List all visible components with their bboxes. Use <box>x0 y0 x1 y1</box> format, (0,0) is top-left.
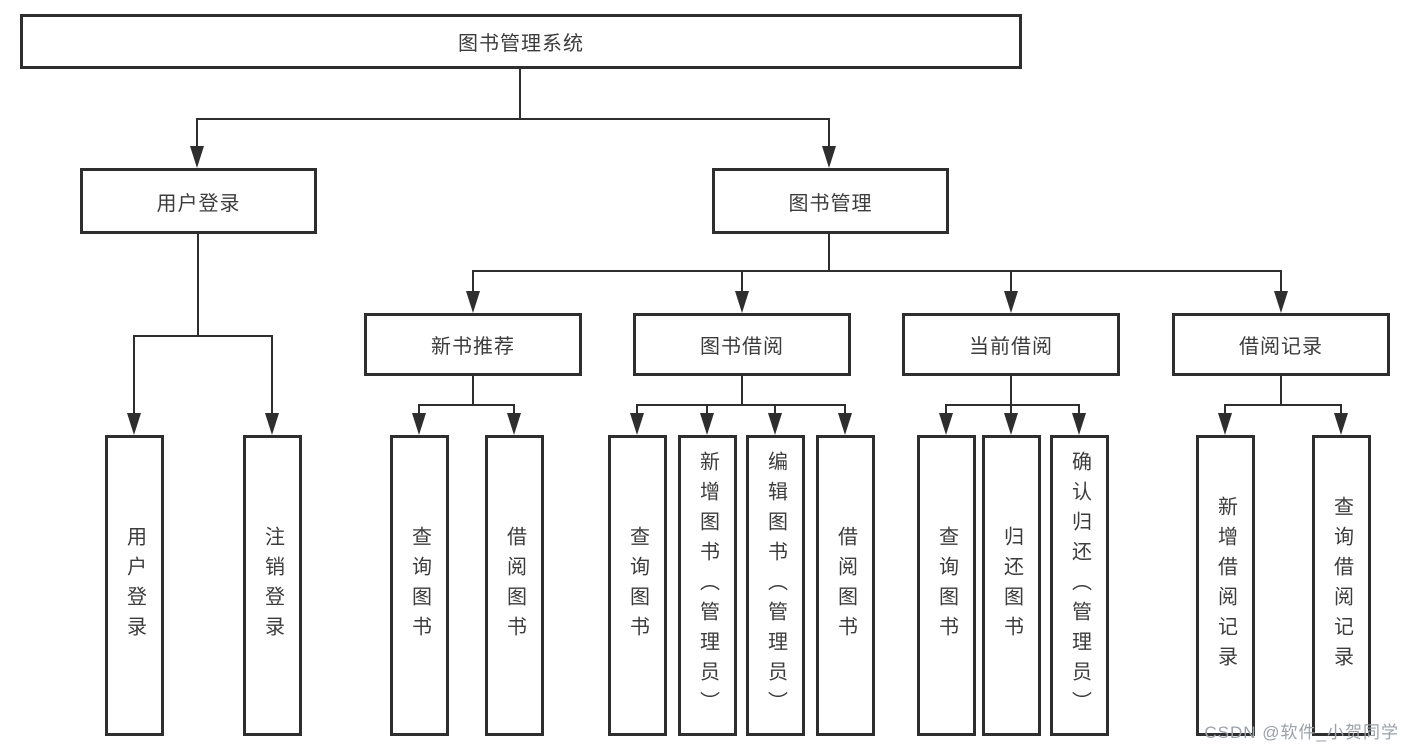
connector-current-drop-1 <box>945 404 947 415</box>
arrow-to-leaf-logout-icon <box>265 413 279 435</box>
leaf-borrow-edit-books-label: 编辑图书（管理员） <box>764 450 787 721</box>
connector-book-mgmt-drop-4 <box>1280 270 1282 293</box>
connector-user-login-drop-2 <box>271 335 273 415</box>
node-book-borrow-label: 图书借阅 <box>700 336 784 358</box>
leaf-current-return-books-label: 归还图书 <box>1000 525 1023 646</box>
connector-recommend-bar <box>418 404 515 406</box>
connector-root-drop-right <box>828 118 830 148</box>
connector-root-stem <box>519 69 521 118</box>
node-book-management: 图书管理 <box>712 168 949 234</box>
connector-borrow-drop-2 <box>706 404 708 415</box>
leaf-logout-label: 注销登录 <box>261 525 284 646</box>
connector-book-mgmt-drop-1 <box>472 270 474 293</box>
node-book-borrow: 图书借阅 <box>633 313 851 376</box>
leaf-borrow-query-books-label: 查询图书 <box>626 525 649 646</box>
arrow-to-recommend-borrow-icon <box>507 413 521 435</box>
connector-user-login-bar <box>133 335 273 337</box>
connector-records-drop-1 <box>1224 404 1226 415</box>
connector-recommend-drop-1 <box>418 404 420 415</box>
leaf-user-login: 用户登录 <box>105 435 164 736</box>
arrow-to-book-borrow-icon <box>735 291 749 313</box>
arrow-to-borrow-records-icon <box>1274 291 1288 313</box>
node-book-management-label: 图书管理 <box>788 192 873 215</box>
connector-current-bar <box>945 404 1080 406</box>
node-current-borrow-label: 当前借阅 <box>969 336 1053 358</box>
leaf-records-add-record-label: 新增借阅记录 <box>1214 495 1237 676</box>
connector-borrow-stem <box>741 376 743 405</box>
arrow-to-new-book-recommend-icon <box>466 291 480 313</box>
connector-current-drop-3 <box>1078 404 1080 415</box>
leaf-user-login-label: 用户登录 <box>123 525 146 646</box>
leaf-current-confirm-return: 确认归还（管理员） <box>1050 435 1109 736</box>
leaf-current-confirm-return-label: 确认归还（管理员） <box>1068 450 1091 721</box>
arrow-to-current-return-icon <box>1004 413 1018 435</box>
node-current-borrow: 当前借阅 <box>902 313 1120 376</box>
leaf-recommend-query-books: 查询图书 <box>390 435 449 736</box>
arrow-to-recommend-query-icon <box>412 413 426 435</box>
node-new-book-recommend: 新书推荐 <box>364 313 582 376</box>
connector-records-drop-2 <box>1340 404 1342 415</box>
arrow-to-records-query-icon <box>1334 413 1348 435</box>
leaf-borrow-query-books: 查询图书 <box>608 435 667 736</box>
connector-user-login-drop-1 <box>133 335 135 415</box>
connector-recommend-stem <box>472 376 474 405</box>
connector-borrow-drop-4 <box>844 404 846 415</box>
arrow-to-book-management-icon <box>822 146 836 168</box>
connector-borrow-drop-3 <box>774 404 776 415</box>
arrow-to-borrow-borrow-icon <box>838 413 852 435</box>
arrow-to-borrow-query-icon <box>630 413 644 435</box>
connector-current-stem <box>1010 376 1012 405</box>
connector-book-mgmt-drop-3 <box>1010 270 1012 293</box>
arrow-to-current-query-icon <box>939 413 953 435</box>
node-library-system: 图书管理系统 <box>20 14 1022 69</box>
connector-records-bar <box>1224 404 1342 406</box>
leaf-records-query-record-label: 查询借阅记录 <box>1330 495 1353 676</box>
leaf-records-add-record: 新增借阅记录 <box>1196 435 1255 736</box>
connector-root-drop-left <box>196 118 198 148</box>
arrow-to-borrow-add-icon <box>700 413 714 435</box>
node-library-system-label: 图书管理系统 <box>458 33 584 55</box>
leaf-current-query-books-label: 查询图书 <box>935 525 958 646</box>
connector-current-drop-2 <box>1010 404 1012 415</box>
connector-root-bar <box>196 118 830 120</box>
leaf-recommend-borrow-books-label: 借阅图书 <box>503 525 526 646</box>
arrow-to-user-login-icon <box>190 146 204 168</box>
leaf-borrow-add-books: 新增图书（管理员） <box>678 435 737 736</box>
connector-borrow-bar <box>636 404 846 406</box>
connector-recommend-drop-2 <box>513 404 515 415</box>
connector-book-mgmt-stem <box>828 234 830 271</box>
leaf-borrow-add-books-label: 新增图书（管理员） <box>696 450 719 721</box>
node-borrow-records: 借阅记录 <box>1172 313 1390 376</box>
arrow-to-leaf-user-login-icon <box>127 413 141 435</box>
connector-book-mgmt-bar <box>472 270 1282 272</box>
connector-borrow-drop-1 <box>636 404 638 415</box>
arrow-to-current-confirm-icon <box>1072 413 1086 435</box>
connector-book-mgmt-drop-2 <box>741 270 743 293</box>
node-borrow-records-label: 借阅记录 <box>1239 336 1323 358</box>
leaf-current-return-books: 归还图书 <box>982 435 1041 736</box>
arrow-to-records-add-icon <box>1218 413 1232 435</box>
node-user-login-label: 用户登录 <box>156 192 241 215</box>
leaf-borrow-edit-books: 编辑图书（管理员） <box>746 435 805 736</box>
node-new-book-recommend-label: 新书推荐 <box>431 336 515 358</box>
csdn-watermark: CSDN @软件_小贺同学 <box>1204 723 1399 742</box>
connector-records-stem <box>1280 376 1282 405</box>
connector-user-login-stem <box>197 234 199 335</box>
leaf-logout: 注销登录 <box>243 435 302 736</box>
leaf-recommend-borrow-books: 借阅图书 <box>485 435 544 736</box>
node-user-login: 用户登录 <box>80 168 317 234</box>
arrow-to-current-borrow-icon <box>1004 291 1018 313</box>
leaf-recommend-query-books-label: 查询图书 <box>408 525 431 646</box>
arrow-to-borrow-edit-icon <box>768 413 782 435</box>
leaf-records-query-record: 查询借阅记录 <box>1312 435 1371 736</box>
leaf-borrow-borrow-books: 借阅图书 <box>816 435 875 736</box>
leaf-borrow-borrow-books-label: 借阅图书 <box>834 525 857 646</box>
leaf-current-query-books: 查询图书 <box>917 435 976 736</box>
